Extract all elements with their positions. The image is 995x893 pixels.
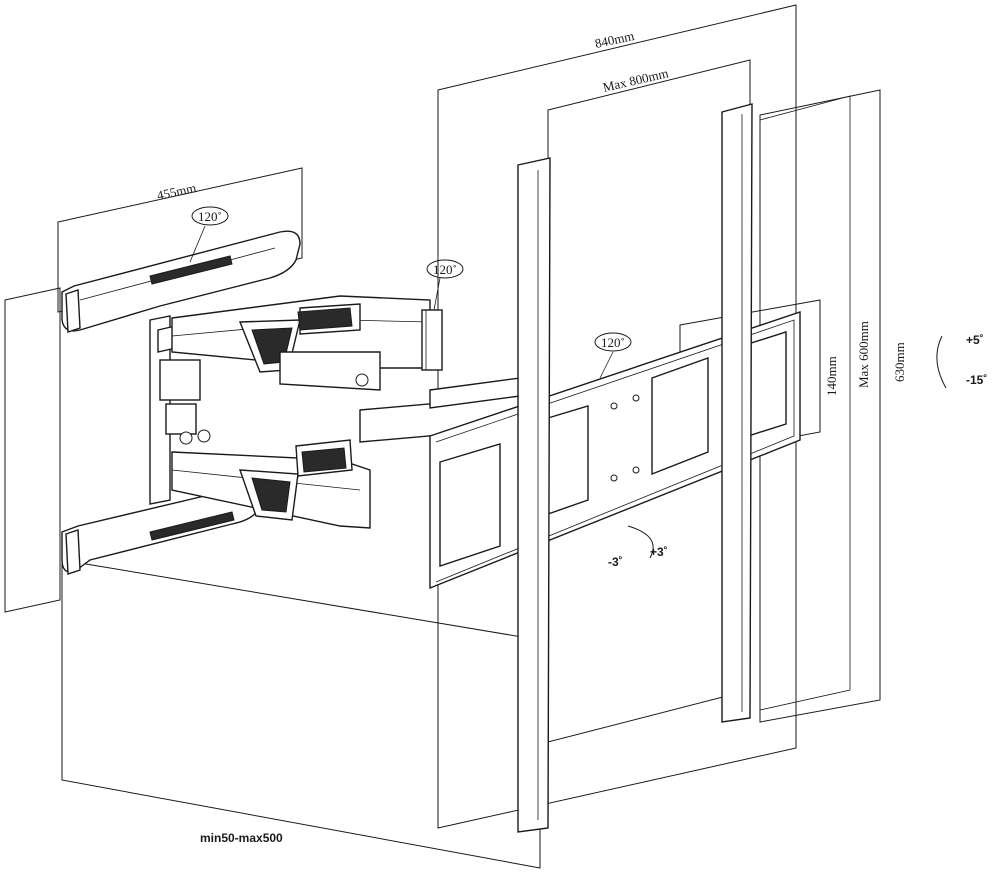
tilt-up-label: +5˚ [966,333,984,347]
height-140-label: 140mm [824,356,839,396]
swivel-right-label: +3˚ [650,545,668,559]
tilt-down-label: -15˚ [966,373,987,387]
rotation-wall-label: 120˚ [198,209,222,224]
plane-wall [4,287,61,613]
rotation-plate-marker [594,332,632,352]
plane-max600 [759,95,851,711]
wall-plate [61,230,301,575]
width-840-label: 840mm [594,28,636,51]
wall-plate-width-label: 455mm [156,180,198,203]
swivel-left-label: -3˚ [608,555,623,569]
rotation-wall-marker [191,206,229,226]
rotation-arm-label: 120˚ [433,262,457,277]
rotation-plate-label: 120˚ [601,335,625,350]
width-max800-label: Max 800mm [601,65,669,95]
swivel-arc [627,525,654,559]
plane-extension [61,559,541,869]
rail-right [721,103,753,723]
lower-arm [171,429,371,529]
plane-455 [57,167,303,313]
height-max600-label: Max 600mm [856,321,871,388]
rail-left [517,157,551,833]
upper-arm [171,295,443,391]
rotation-arm-marker [426,259,464,279]
tilt-arc [936,335,947,389]
extension-label: min50-max500 [200,831,283,845]
height-630-label: 630mm [892,342,907,382]
